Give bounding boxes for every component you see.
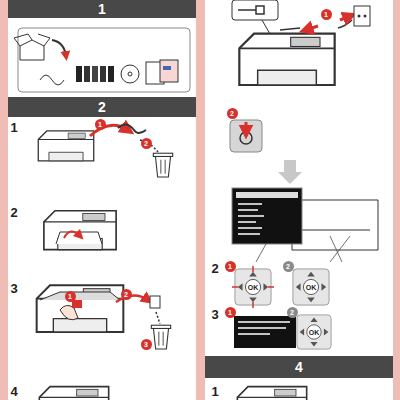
remove-protective-material-part xyxy=(151,325,170,349)
keypad xyxy=(232,266,329,308)
lcd-screen xyxy=(232,188,378,262)
section-band: 2 xyxy=(8,97,196,117)
callout-number: 2 xyxy=(227,108,238,119)
connect-power-part xyxy=(364,15,367,18)
contents-panel-part xyxy=(20,40,44,60)
step-number: 3 xyxy=(211,307,218,322)
remove-tape xyxy=(38,124,172,176)
section-band: 1 xyxy=(8,0,196,18)
step-number: 1 xyxy=(211,384,218,399)
lcd-screen-part xyxy=(238,204,264,234)
contents-panel-part xyxy=(100,66,106,82)
connect-power-part xyxy=(306,26,318,30)
remove-protective-material-part xyxy=(156,312,160,324)
button-label: OK xyxy=(248,284,259,291)
lcd-screen-part xyxy=(256,236,350,262)
connect-power xyxy=(232,0,370,85)
remove-tape-part xyxy=(38,131,93,161)
button-label: OK xyxy=(309,329,320,336)
power-button xyxy=(230,120,262,152)
open-cover-part xyxy=(44,211,116,250)
keypad-part xyxy=(232,266,274,308)
printer-part xyxy=(237,387,306,400)
lcd-screen-part xyxy=(236,192,298,198)
open-cover-part xyxy=(56,232,102,244)
connect-power-part xyxy=(354,6,370,26)
open-cover-part xyxy=(64,231,80,238)
step-number: 3 xyxy=(10,281,17,296)
section-number: 2 xyxy=(98,99,106,115)
column-panel xyxy=(8,0,196,400)
confirm-screen-part xyxy=(238,322,290,334)
step-number: 1 xyxy=(10,120,17,135)
remove-protective-material xyxy=(37,285,171,349)
contents-panel-part xyxy=(92,66,98,82)
contents-panel-part xyxy=(108,66,114,82)
power-button-part xyxy=(245,122,248,132)
contents-panel-part xyxy=(76,66,82,82)
callout-number: 2 xyxy=(121,289,132,300)
confirm-screen-part xyxy=(297,315,331,349)
step-number: 2 xyxy=(10,205,17,220)
connect-power-part xyxy=(358,15,361,18)
contents-panel-part xyxy=(121,65,139,83)
callout-number: 1 xyxy=(95,119,106,130)
down-arrow xyxy=(278,160,302,184)
callout-number: 2 xyxy=(141,138,152,149)
connect-power-part xyxy=(238,6,264,14)
connect-power-part xyxy=(262,20,270,34)
open-cover xyxy=(44,211,116,250)
contents-panel-part xyxy=(18,28,190,92)
remove-protective-material-part xyxy=(150,296,160,308)
remove-tape-part xyxy=(118,124,146,133)
callout-number: 2 xyxy=(283,261,294,272)
confirm-screen-part xyxy=(234,316,296,348)
callout-number: 1 xyxy=(321,9,332,20)
column-panel xyxy=(205,0,393,400)
contents-panel-part xyxy=(52,40,66,56)
lcd-screen-part xyxy=(292,200,378,250)
remove-tape-part xyxy=(153,153,172,177)
section-band: 4 xyxy=(205,356,393,378)
callout-number: 1 xyxy=(225,307,236,318)
button-label: OK xyxy=(306,284,317,291)
callout-number: 3 xyxy=(141,339,152,350)
printer-part xyxy=(39,387,108,400)
lcd-screen-part xyxy=(300,230,370,231)
remove-protective-material-part xyxy=(72,300,82,308)
keypad-part xyxy=(293,269,329,305)
confirm-screen xyxy=(234,315,331,349)
connect-power-part xyxy=(340,16,350,20)
printer xyxy=(237,387,306,400)
contents-panel-part xyxy=(14,34,50,46)
remove-protective-material-part xyxy=(37,285,124,332)
connect-power-part xyxy=(280,28,300,30)
callout-number: 2 xyxy=(287,307,298,318)
keypad-part xyxy=(235,269,271,305)
callout-number: 1 xyxy=(225,261,236,272)
section-number: 1 xyxy=(98,1,106,17)
lcd-screen-part xyxy=(232,188,302,244)
connect-power-part xyxy=(232,0,278,20)
contents-panel-part xyxy=(84,66,90,82)
connect-power-part xyxy=(239,34,334,85)
step-number: 4 xyxy=(10,384,17,399)
contents-panel-part xyxy=(40,75,64,85)
step-number: 2 xyxy=(211,261,218,276)
contents-panel-part xyxy=(128,72,132,76)
power-button-part xyxy=(230,120,262,152)
contents-panel-part xyxy=(163,66,171,70)
contents-panel xyxy=(14,28,190,92)
section-number: 4 xyxy=(295,359,303,375)
connect-power-part xyxy=(338,20,352,28)
printer xyxy=(39,387,108,400)
callout-number: 1 xyxy=(65,291,76,302)
remove-protective-material-part xyxy=(40,292,120,300)
contents-panel-part xyxy=(160,60,178,82)
